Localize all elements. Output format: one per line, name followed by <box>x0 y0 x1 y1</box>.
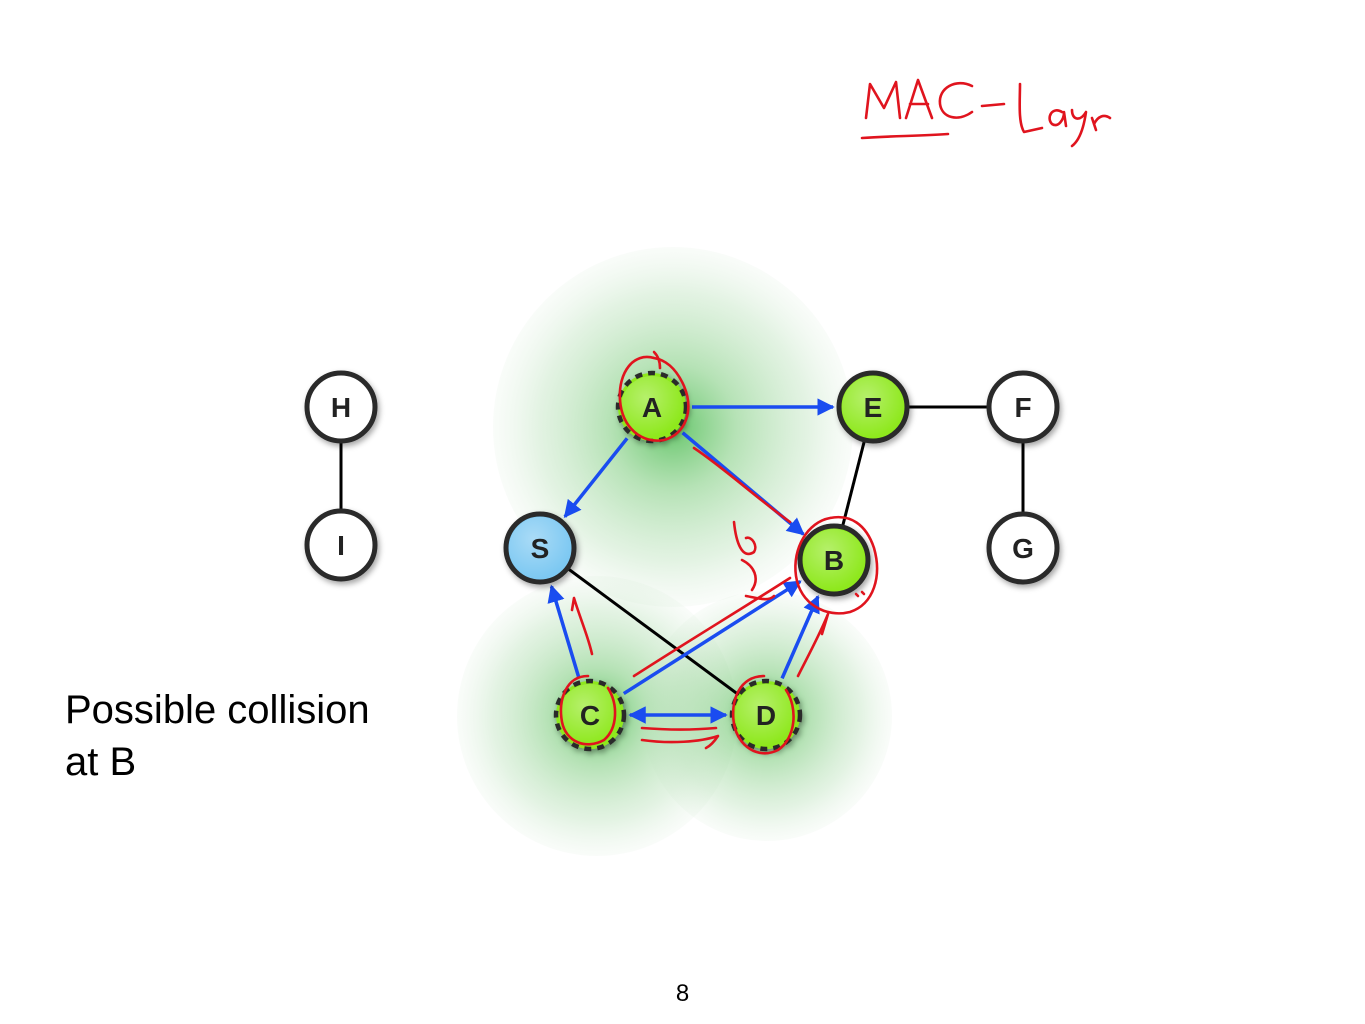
node-H-highlight <box>310 376 372 438</box>
node-D-highlight <box>735 684 797 746</box>
ink-C-to-B <box>632 576 792 678</box>
ink-circle-B <box>794 515 879 615</box>
ink-scribble-near-B <box>732 520 776 601</box>
ink-annotations <box>559 78 1112 755</box>
node-S-highlight <box>509 517 571 579</box>
node-D-label: D <box>756 700 776 731</box>
node-H: H <box>304 370 378 444</box>
node-C-label: C <box>580 700 600 731</box>
ink-dots-B <box>854 590 866 598</box>
node-F-highlight <box>992 376 1054 438</box>
caption-line-1: Possible collision <box>65 688 370 732</box>
node-E: E <box>836 370 910 444</box>
node-G: G <box>986 511 1060 585</box>
caption: Possible collision at B <box>65 684 370 788</box>
node-B: B <box>797 523 871 597</box>
node-B-highlight <box>803 529 865 591</box>
handwritten-mac-layer-title <box>860 78 1112 148</box>
node-I-label: I <box>337 530 345 561</box>
link-S-D <box>539 546 767 717</box>
link-A-S <box>563 437 629 519</box>
node-A-label: A <box>642 392 662 423</box>
link-D-B <box>780 595 820 680</box>
node-G-label: G <box>1012 533 1034 564</box>
link-C-S <box>547 584 581 678</box>
link-C-B <box>622 579 802 696</box>
node-H-label: H <box>331 392 351 423</box>
node-I-highlight <box>310 514 372 576</box>
ink-circle-D <box>731 674 795 755</box>
node-E-label: E <box>864 392 883 423</box>
ink-A-to-B <box>692 446 792 524</box>
ink-C-D-scribble <box>640 726 720 750</box>
ink-D-to-B <box>796 612 830 678</box>
node-A: A <box>615 370 689 444</box>
node-S: S <box>503 511 577 585</box>
page-number: 8 <box>675 980 690 1007</box>
title-underline <box>860 132 950 140</box>
node-I: I <box>304 508 378 582</box>
node-E-highlight <box>842 376 904 438</box>
node-A-highlight <box>621 376 683 438</box>
caption-line-2: at B <box>65 740 137 784</box>
ink-circle-C <box>559 674 617 746</box>
node-F: F <box>986 370 1060 444</box>
node-C: C <box>553 678 627 752</box>
node-F-label: F <box>1014 392 1031 423</box>
node-S-label: S <box>531 533 550 564</box>
node-B-label: B <box>824 545 844 576</box>
node-C-highlight <box>559 684 621 746</box>
node-G-highlight <box>992 517 1054 579</box>
ink-tick-A <box>652 350 662 370</box>
ink-C-to-S <box>570 596 594 656</box>
ink-circle-A <box>618 355 690 442</box>
